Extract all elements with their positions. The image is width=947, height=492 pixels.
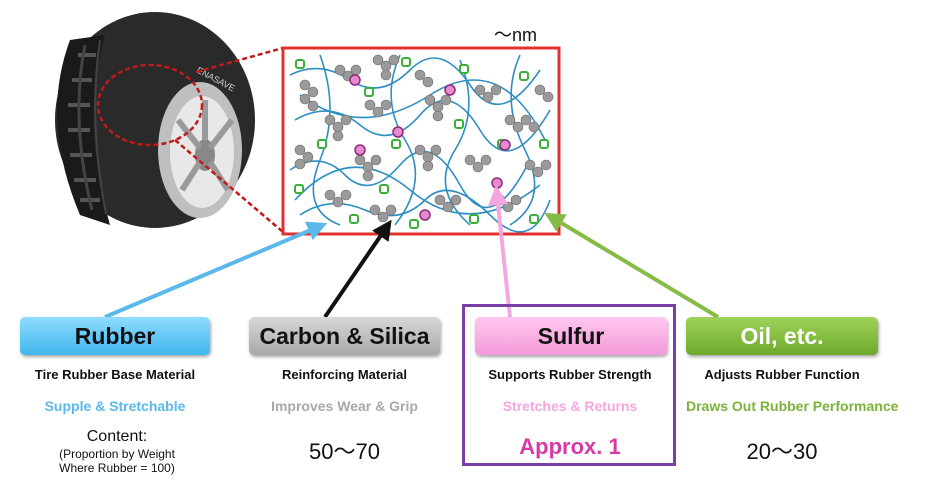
sulfur-role: Supports Rubber Strength — [488, 367, 652, 382]
oil-amount: 20～30 — [746, 439, 818, 464]
rubber-role: Tire Rubber Base Material — [34, 367, 196, 382]
sulfur-highlight-frame — [462, 304, 676, 466]
zoom-line-top — [195, 46, 284, 74]
oil-label: Oil, etc. — [686, 317, 878, 355]
oil-role: Adjusts Rubber Function — [704, 367, 860, 382]
arrow-carbon — [323, 219, 392, 319]
sulfur-crosslinks — [349, 74, 511, 221]
arrow-rubber — [104, 221, 328, 319]
rubber-trait: Supple & Stretchable — [44, 398, 186, 414]
carbon-silica-label: Carbon & Silica — [249, 317, 440, 355]
carbon-particles — [294, 54, 554, 223]
rubber-label: Rubber — [20, 317, 210, 355]
arrow-oil — [544, 212, 720, 319]
carbon-silica-trait: Improves Wear & Grip — [271, 398, 418, 414]
oil-trait: Draws Out Rubber Performance — [686, 398, 899, 414]
sulfur-amount: Approx. 1 — [519, 434, 621, 459]
arrow-sulfur — [488, 185, 512, 318]
content-label-line3: Where Rubber = 100) — [59, 461, 175, 475]
content-label-line1: Content: — [86, 428, 148, 445]
tire-image: ENASAVE — [55, 12, 255, 228]
content-label-line2: (Proportion by Weight — [59, 447, 175, 461]
carbon-silica-role: Reinforcing Material — [282, 367, 407, 382]
carbon-silica-amount: 50～70 — [309, 439, 380, 464]
sulfur-trait: Stretches & Returns — [502, 398, 638, 414]
molecular-structure — [281, 46, 561, 236]
content-label: Content: (Proportion by Weight Where Rub… — [22, 428, 212, 475]
sulfur-label: Sulfur — [475, 317, 667, 355]
scale-label: ～nm — [494, 25, 538, 45]
